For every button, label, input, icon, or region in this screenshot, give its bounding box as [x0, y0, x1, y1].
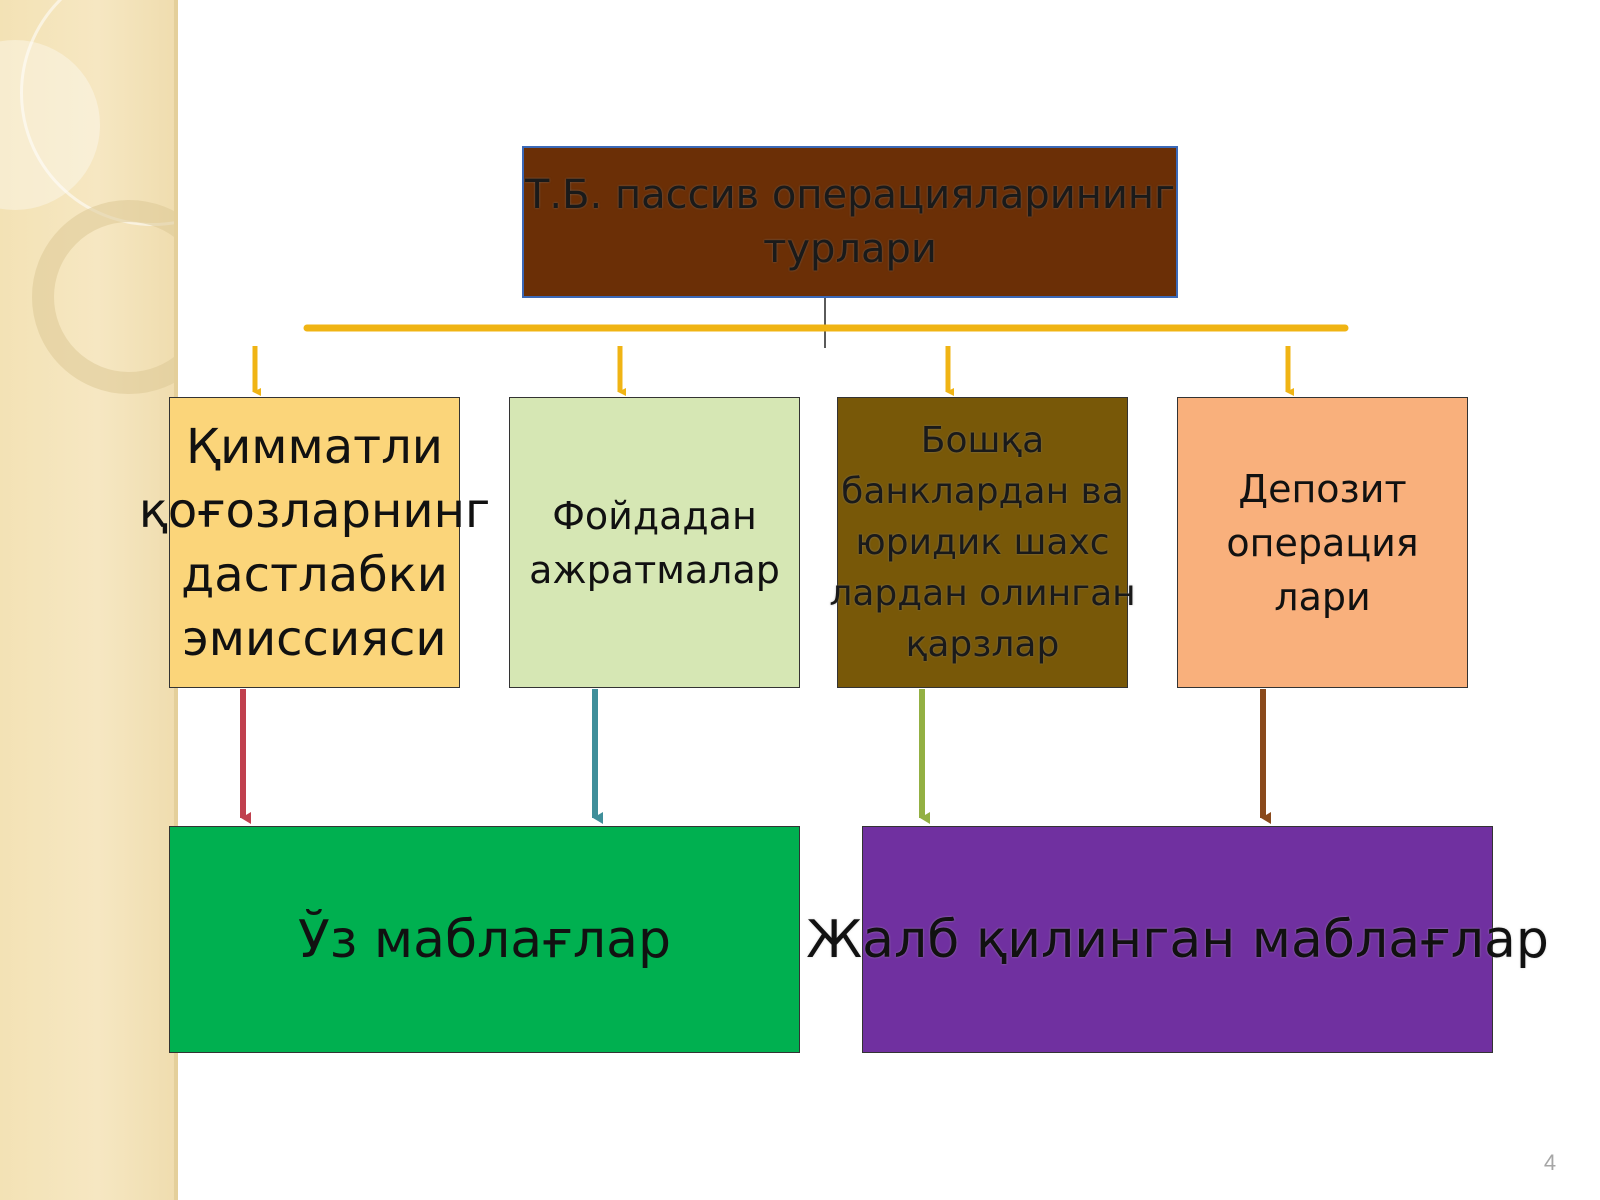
category-text-line: эмиссияси [182, 610, 447, 667]
title-line: Т.Б. пассив операцияларининг [524, 172, 1176, 218]
group-label: Жалб қилинган маблағлар [806, 909, 1549, 970]
category-text-line: операция [1226, 520, 1419, 565]
group-box-attracted-funds: Жалб қилинган маблағлар [806, 826, 1549, 1053]
category-box-deposits: Депозит операция лари [1177, 397, 1468, 688]
group-label: Ўз маблағлар [298, 909, 671, 970]
category-box-loans: Бошқа банклардан ва юридик шахс лардан о… [829, 397, 1136, 688]
title-line: турлари [763, 226, 937, 272]
category-text-line: дастлабки [181, 546, 448, 603]
category-text-line: ажратмалар [529, 547, 780, 592]
category-text-line: Бошқа [920, 420, 1045, 461]
category-text-line: лардан олинган [829, 573, 1136, 614]
category-box-profit-allocations: Фойдадан ажратмалар [509, 397, 800, 688]
category-text-line: Фойдадан [552, 493, 757, 538]
group-box-own-funds: Ўз маблағлар [169, 826, 800, 1053]
slide-page-number: 4 [1543, 1150, 1557, 1175]
category-text-line: лари [1274, 574, 1371, 619]
decorative-side-band [0, 0, 178, 1200]
category-box-securities: Қимматли қоғозларнинг дастлабки эмиссияс… [139, 397, 490, 688]
category-text-line: юридик шахс [855, 522, 1110, 563]
diagram-title-box: Т.Б. пассив операцияларининг турлари [522, 146, 1178, 298]
category-text-line: Депозит [1238, 466, 1407, 511]
category-text-line: қоғозларнинг [138, 482, 491, 539]
category-text-line: банклардан ва [841, 471, 1124, 512]
category-text-line: Қимматли [186, 418, 443, 475]
category-text-line: қарзлар [905, 624, 1060, 665]
